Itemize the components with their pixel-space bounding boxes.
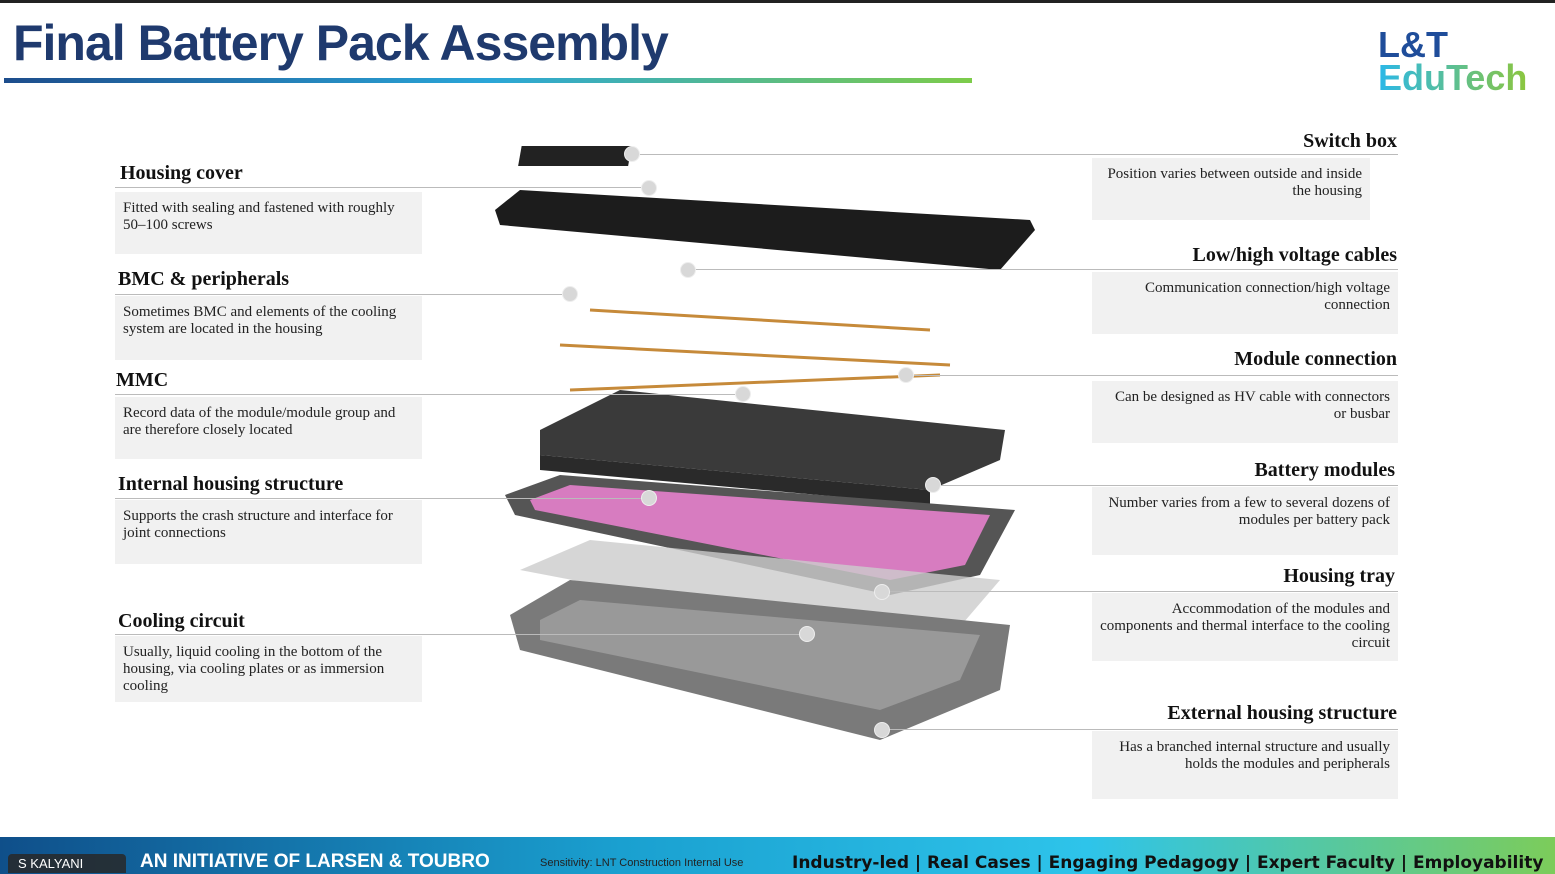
label-cooling-circuit: Cooling circuit [118, 610, 245, 632]
page-title: Final Battery Pack Assembly [13, 15, 669, 71]
housing-cover [495, 190, 1035, 270]
switch-box [518, 146, 632, 166]
leader-line [115, 634, 807, 635]
callout-dot [898, 367, 914, 383]
initiative-text: AN INITIATIVE OF LARSEN & TOUBRO [140, 851, 490, 872]
desc-housing-cover: Fitted with sealing and fastened with ro… [115, 192, 422, 254]
label-external-housing: External housing structure [1167, 702, 1397, 724]
tagline: Industry-led | Real Cases | Engaging Ped… [792, 853, 1544, 873]
external-housing [510, 580, 1010, 740]
leader-line [882, 729, 1398, 730]
callout-dot [735, 386, 751, 402]
label-housing-tray: Housing tray [1283, 565, 1395, 587]
desc-cooling-circuit: Usually, liquid cooling in the bottom of… [115, 636, 422, 702]
leader-line [115, 187, 650, 188]
callout-dot [680, 262, 696, 278]
desc-module-connection: Can be designed as HV cable with connect… [1092, 381, 1398, 443]
desc-external-housing: Has a branched internal structure and us… [1092, 731, 1398, 799]
battery-modules [540, 390, 1005, 505]
title-underline [4, 78, 972, 83]
label-cables: Low/high voltage cables [1192, 244, 1397, 266]
cables [559, 308, 951, 392]
label-mmc: MMC [116, 369, 169, 391]
leader-line [632, 154, 1398, 155]
leader-line [115, 498, 650, 499]
callout-dot [925, 477, 941, 493]
presenter-name-tag: S KALYANI [8, 854, 126, 873]
leader-line [882, 591, 1398, 592]
desc-battery-modules: Number varies from a few to several doze… [1092, 487, 1398, 555]
desc-bmc: Sometimes BMC and elements of the coolin… [115, 296, 422, 360]
callout-dot [874, 584, 890, 600]
leader-line [906, 375, 1398, 376]
desc-housing-tray: Accommodation of the modules and compone… [1092, 593, 1398, 661]
leader-line [115, 294, 570, 295]
callout-dot [562, 286, 578, 302]
sensitivity-label: Sensitivity: LNT Construction Internal U… [540, 857, 744, 869]
label-internal-housing: Internal housing structure [118, 473, 344, 495]
leader-line [688, 269, 1398, 270]
desc-mmc: Record data of the module/module group a… [115, 397, 422, 459]
label-switch-box: Switch box [1303, 130, 1397, 152]
callout-dot [799, 626, 815, 642]
housing-tray [505, 475, 1015, 595]
label-housing-cover: Housing cover [120, 162, 243, 184]
label-battery-modules: Battery modules [1254, 459, 1395, 481]
footer-bar: S KALYANI AN INITIATIVE OF LARSEN & TOUB… [0, 837, 1555, 874]
callout-dot [624, 146, 640, 162]
battery-pack-exploded-diagram [495, 146, 1035, 740]
label-bmc: BMC & peripherals [118, 268, 290, 290]
desc-switch-box: Position varies between outside and insi… [1092, 158, 1370, 220]
leader-line [115, 394, 743, 395]
callout-dot [641, 180, 657, 196]
top-border [0, 0, 1555, 3]
label-module-connection: Module connection [1234, 348, 1397, 370]
leader-line [933, 485, 1398, 486]
desc-internal-housing: Supports the crash structure and interfa… [115, 500, 422, 564]
desc-cables: Communication connection/high voltage co… [1092, 272, 1398, 334]
callout-dot [641, 490, 657, 506]
callout-dot [874, 722, 890, 738]
